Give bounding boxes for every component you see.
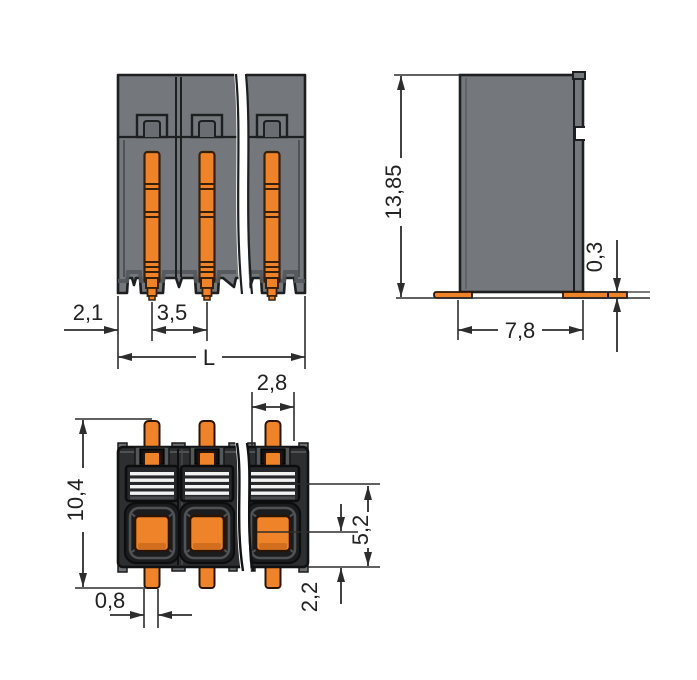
top-break-lines: [235, 441, 255, 573]
dim-label-side-height: 13,85: [381, 164, 406, 219]
dim-top-entry-offset: 5,2: [253, 483, 380, 568]
front-view: 2,1 3,5 L: [64, 72, 307, 370]
front-contact-pin-3: [263, 150, 281, 302]
dim-side-height: 13,85: [381, 74, 460, 297]
front-contact-pin-1: [143, 150, 161, 302]
dim-label-front-offset: 2,1: [73, 300, 104, 325]
side-housing: [458, 73, 585, 294]
dim-label-top-rear-depth: 2,8: [257, 370, 288, 395]
side-solder-tab-right: [562, 291, 628, 299]
dim-label-front-pitch: 3,5: [157, 300, 188, 325]
dim-label-top-height: 10,4: [63, 479, 88, 522]
dim-side-depth: 7,8: [457, 300, 584, 343]
front-break-lines: [234, 72, 254, 296]
dim-label-top-entry-offset: 5,2: [348, 515, 373, 546]
side-top-lip: [572, 71, 586, 80]
dim-top-button-offset: 2,2: [297, 568, 345, 613]
dim-label-front-length: L: [203, 345, 215, 370]
dim-label-top-pin-width: 0,8: [95, 588, 126, 613]
front-contact-pin-2: [198, 150, 216, 302]
dim-label-side-tab-thickness: 0,3: [582, 242, 607, 273]
front-pole-groove: [175, 77, 182, 277]
side-view: 13,85 0,3 7,8: [381, 71, 650, 352]
front-latch-1: [135, 113, 169, 139]
dim-side-tab-thickness: 0,3: [582, 240, 650, 352]
dim-top-rear-depth: 2,8: [251, 370, 295, 446]
dim-top-pin-width: 0,8: [95, 588, 192, 628]
dim-top-height: 10,4: [63, 418, 152, 589]
dim-label-top-button-offset: 2,2: [297, 582, 322, 613]
front-latch-2: [190, 113, 224, 139]
dim-front-offset: 2,1: [64, 296, 119, 369]
dim-front-length: L: [118, 296, 306, 370]
side-solder-tab-left: [433, 291, 473, 299]
dim-label-side-depth: 7,8: [505, 318, 536, 343]
front-latch-3: [255, 113, 289, 139]
dim-front-pitch: 3,5: [151, 300, 208, 341]
side-latch-notch: [574, 126, 585, 141]
top-view: 2,8 10,4 5,2 2,2 0,8: [63, 370, 380, 628]
